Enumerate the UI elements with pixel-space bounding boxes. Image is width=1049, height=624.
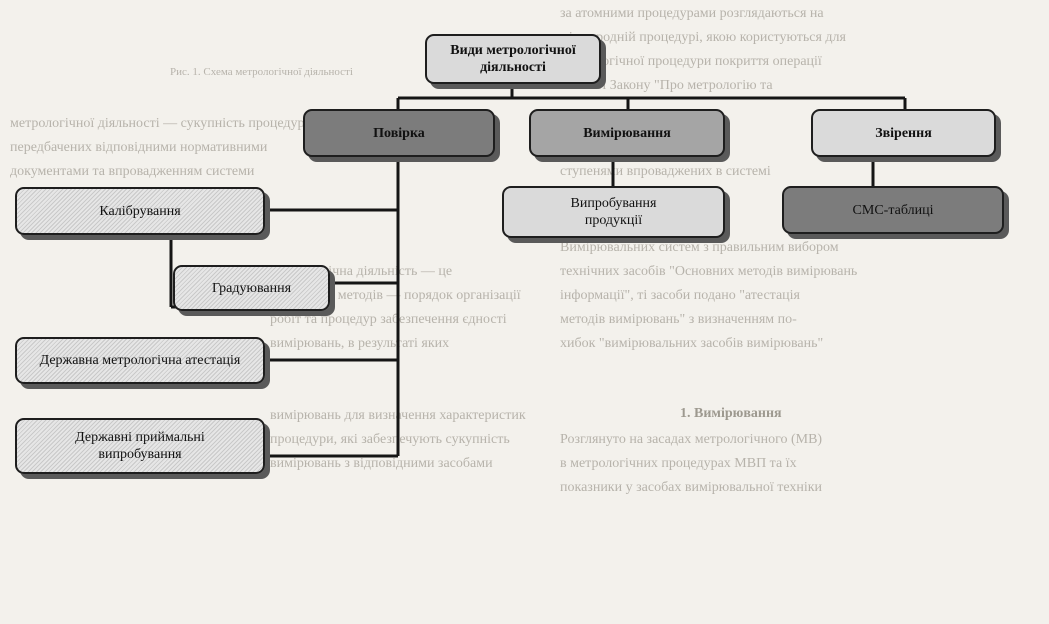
node-graduyuvannya-label: Градуювання xyxy=(211,280,292,296)
node-sms-tablytsi: СМС-таблиці xyxy=(782,186,1004,234)
node-poverka: Повірка xyxy=(303,109,495,157)
connector-lines xyxy=(169,82,907,458)
node-derzh-vyprobuvannya: Державні приймальні випробування xyxy=(15,418,265,474)
node-zvirennya: Звірення xyxy=(811,109,996,157)
root-node: Види метрологічної діяльності xyxy=(425,34,601,84)
node-kalibruvannya: Калібрування xyxy=(15,187,265,235)
node-derzh-atestatsiya: Державна метрологічна атестація xyxy=(15,337,265,384)
node-vyprobuvannya-produktsii-label: Випробування продукції xyxy=(570,196,657,228)
node-vymiryuvannya-label: Вимірювання xyxy=(583,125,671,141)
node-vyprobuvannya-produktsii: Випробування продукції xyxy=(502,186,725,238)
node-derzh-vyprobuvannya-label: Державні приймальні випробування xyxy=(75,430,205,462)
node-kalibruvannya-label: Калібрування xyxy=(99,203,181,219)
node-vymiryuvannya: Вимірювання xyxy=(529,109,725,157)
root-node-label: Види метрологічної діяльності xyxy=(450,43,576,75)
node-zvirennya-label: Звірення xyxy=(875,125,932,141)
node-derzh-atestatsiya-label: Державна метрологічна атестація xyxy=(39,353,241,368)
node-graduyuvannya: Градуювання xyxy=(173,265,330,311)
node-poverka-label: Повірка xyxy=(373,125,425,141)
node-sms-tablytsi-label: СМС-таблиці xyxy=(852,202,934,218)
